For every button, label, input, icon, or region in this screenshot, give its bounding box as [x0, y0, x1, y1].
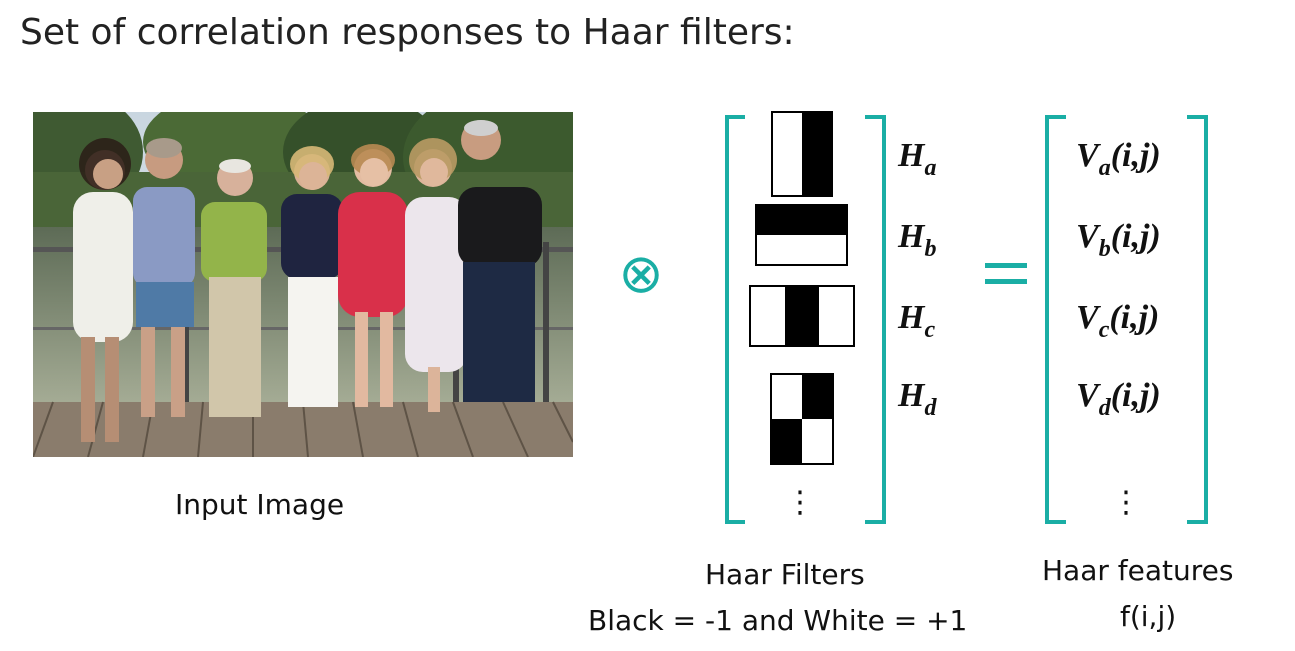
filter-label-d: Hd	[897, 377, 937, 421]
input-image-caption: Input Image	[175, 488, 345, 521]
filters-caption-title: Haar Filters	[705, 558, 865, 591]
filter-ellipsis: ⋮	[785, 485, 815, 520]
input-photo	[33, 112, 573, 457]
filter-label-b: Hb	[897, 218, 936, 262]
features-caption-title: Haar features	[1042, 554, 1234, 587]
equals-sign	[985, 263, 1027, 284]
filter-bracket-right	[865, 115, 886, 524]
feature-ellipsis: ⋮	[1111, 485, 1141, 520]
filter-bracket-left	[725, 115, 745, 524]
haar-filter-a	[771, 111, 833, 197]
feature-entry-c: Vc(i,j)	[1076, 299, 1159, 343]
haar-filter-d	[770, 373, 834, 465]
haar-filter-b	[755, 204, 848, 266]
feature-bracket-right	[1187, 115, 1208, 524]
features-caption-formula: f(i,j)	[1120, 600, 1177, 633]
correlation-operator-icon: ⊗	[618, 242, 663, 305]
filter-label-c: Hc	[897, 299, 935, 343]
haar-filter-c	[749, 285, 855, 347]
feature-entry-d: Vd(i,j)	[1076, 377, 1161, 421]
filters-caption-legend: Black = -1 and White = +1	[588, 604, 968, 637]
slide-title: Set of correlation responses to Haar fil…	[20, 12, 795, 53]
feature-entry-a: Va(i,j)	[1076, 137, 1161, 181]
feature-entry-b: Vb(i,j)	[1076, 218, 1161, 262]
feature-bracket-left	[1045, 115, 1066, 524]
filter-label-a: Ha	[897, 137, 936, 181]
